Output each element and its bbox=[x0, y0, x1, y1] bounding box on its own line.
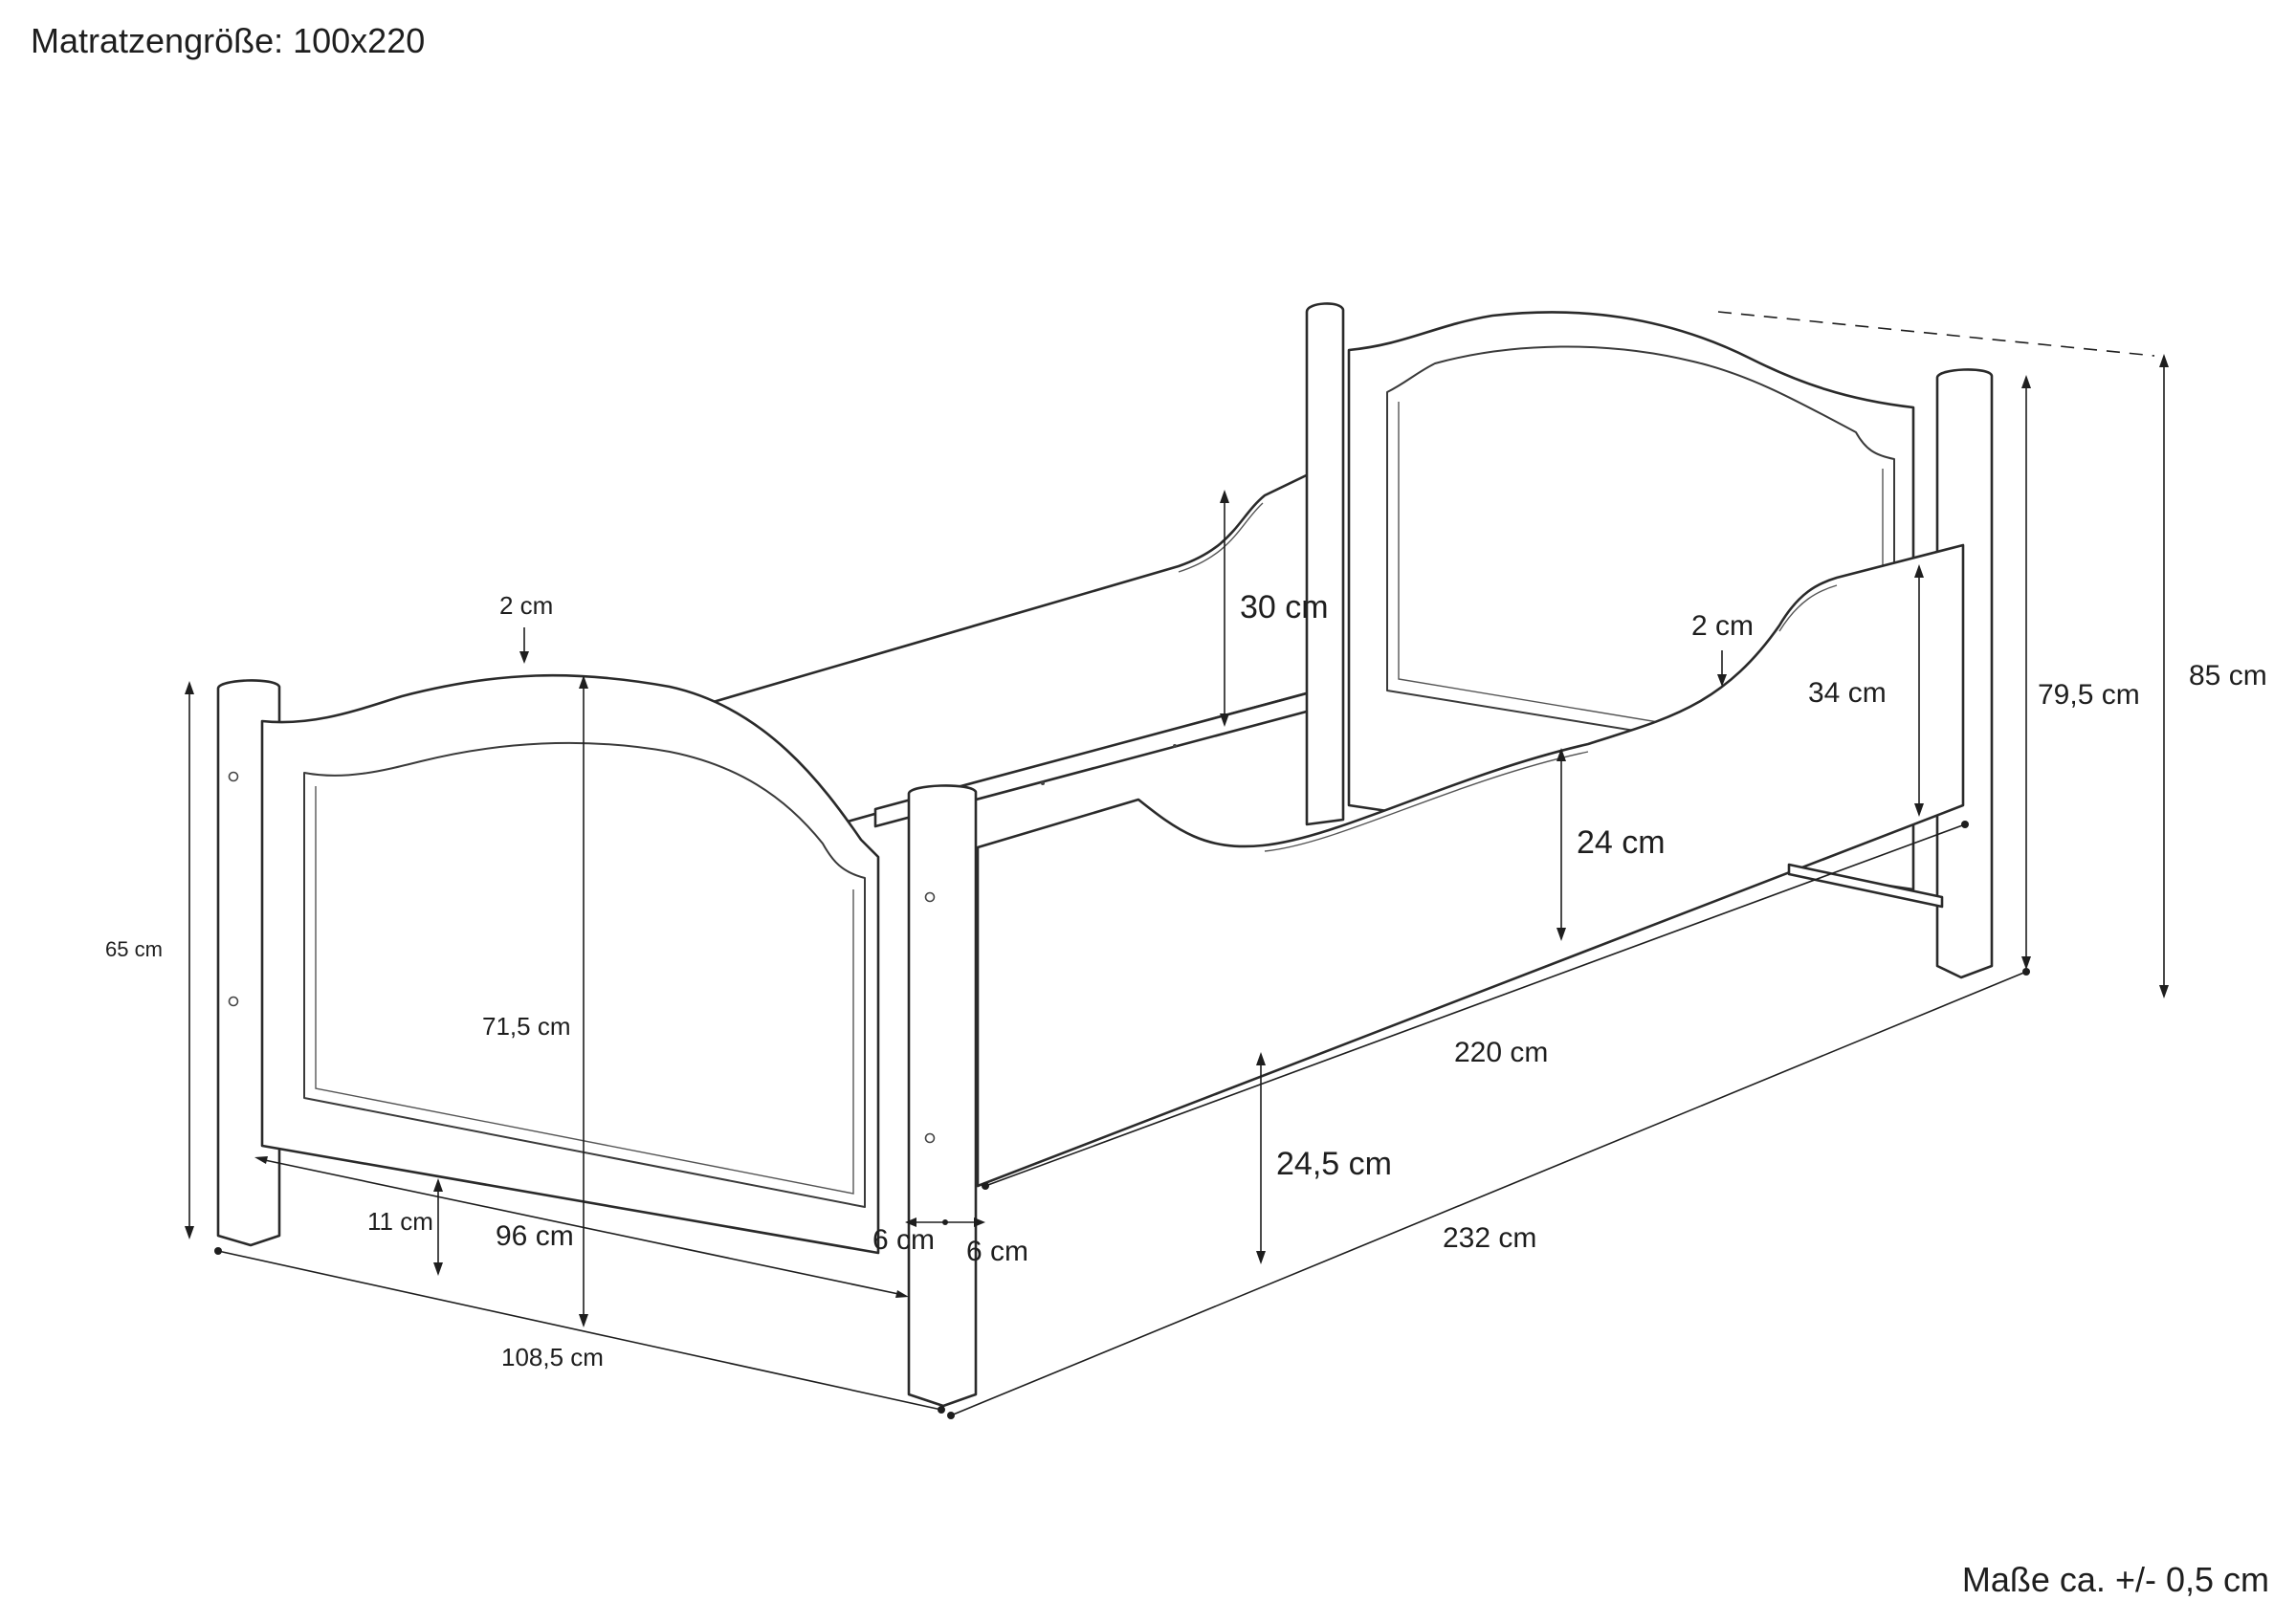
label-79-5cm: 79,5 cm bbox=[2038, 679, 2140, 711]
label-65cm: 65 cm bbox=[105, 937, 163, 961]
footboard bbox=[216, 673, 978, 1408]
dimension-lines bbox=[185, 311, 2169, 1419]
label-6cm-b: 6 cm bbox=[966, 1236, 1028, 1267]
label-71-5cm: 71,5 cm bbox=[482, 1012, 571, 1041]
label-34cm: 34 cm bbox=[1808, 677, 1887, 709]
label-96cm: 96 cm bbox=[496, 1220, 574, 1252]
mattress-size-label: Matratzengröße: 100x220 bbox=[31, 21, 426, 60]
label-30cm: 30 cm bbox=[1240, 589, 1329, 625]
dimension-labels: 65 cm 71,5 cm 2 cm 11 cm 96 cm 108,5 cm … bbox=[105, 589, 2267, 1371]
label-108-5cm: 108,5 cm bbox=[501, 1343, 604, 1371]
label-24-5cm: 24,5 cm bbox=[1276, 1146, 1392, 1182]
label-2cm-footboard: 2 cm bbox=[499, 591, 553, 620]
label-85cm: 85 cm bbox=[2189, 660, 2267, 691]
label-6cm-a: 6 cm bbox=[872, 1224, 935, 1256]
label-220cm: 220 cm bbox=[1454, 1037, 1548, 1068]
footboard-post-right bbox=[907, 784, 978, 1408]
headboard-post-right bbox=[1935, 368, 1994, 979]
label-232cm: 232 cm bbox=[1443, 1222, 1536, 1254]
label-11cm: 11 cm bbox=[367, 1207, 433, 1236]
label-24cm: 24 cm bbox=[1577, 824, 1666, 861]
footboard-panel bbox=[260, 673, 880, 1255]
headboard-post-left bbox=[1305, 302, 1345, 826]
tolerance-note: Maße ca. +/- 0,5 cm bbox=[1961, 1560, 2269, 1599]
label-2cm-side: 2 cm bbox=[1691, 610, 1754, 642]
